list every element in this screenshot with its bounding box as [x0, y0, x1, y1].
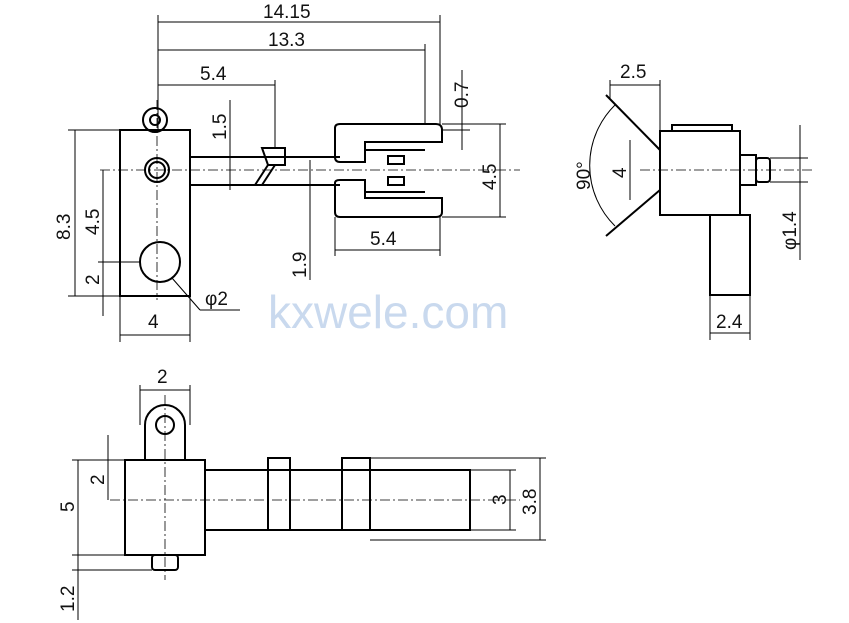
dim-phi-1-4: φ1.4: [780, 211, 801, 250]
dim-14-15: 14.15: [263, 2, 311, 23]
dim-1-5: 1.5: [210, 114, 231, 140]
dim-3: 3: [490, 494, 511, 505]
side-view: 90° 2.5 4 φ1.4 2.4: [574, 62, 815, 340]
watermark: kxwele.com: [268, 286, 508, 338]
dim-3-8: 3.8: [520, 489, 541, 515]
dim-5-4-top: 5.4: [200, 64, 227, 85]
mounting-ear: [142, 107, 168, 133]
dim-1-9: 1.9: [290, 252, 311, 278]
dim-8-3: 8.3: [54, 214, 75, 240]
side-body: [659, 130, 741, 216]
top-view: 14.15 13.3 5.4 0.7 1.5 4.5 8.3 4.5 2 4 φ…: [54, 2, 520, 342]
dim-1-2: 1.2: [58, 586, 79, 612]
dim-90-deg: 90°: [574, 161, 595, 190]
dim-4-side: 4: [610, 167, 631, 178]
dim-2-hole: 2: [83, 274, 104, 285]
dim-2-ear: 2: [157, 367, 168, 388]
dim-4-width: 4: [148, 312, 159, 333]
dim-4-5-holes: 4.5: [83, 209, 104, 235]
lower-hole: [139, 241, 181, 283]
dim-5-4-connector: 5.4: [370, 229, 397, 250]
dim-13-3: 13.3: [268, 30, 305, 51]
dim-2-5: 2.5: [620, 62, 646, 83]
dim-5: 5: [58, 501, 79, 512]
dim-0-7: 0.7: [452, 82, 473, 108]
dim-phi-2: φ2: [205, 289, 228, 310]
dim-2-offset: 2: [88, 474, 109, 485]
bottom-view: 2 2 5 1.2 3 3.8: [58, 367, 546, 620]
dim-2-4: 2.4: [716, 312, 743, 333]
dim-4-5-connector: 4.5: [480, 164, 501, 190]
body-outline: [119, 129, 191, 297]
